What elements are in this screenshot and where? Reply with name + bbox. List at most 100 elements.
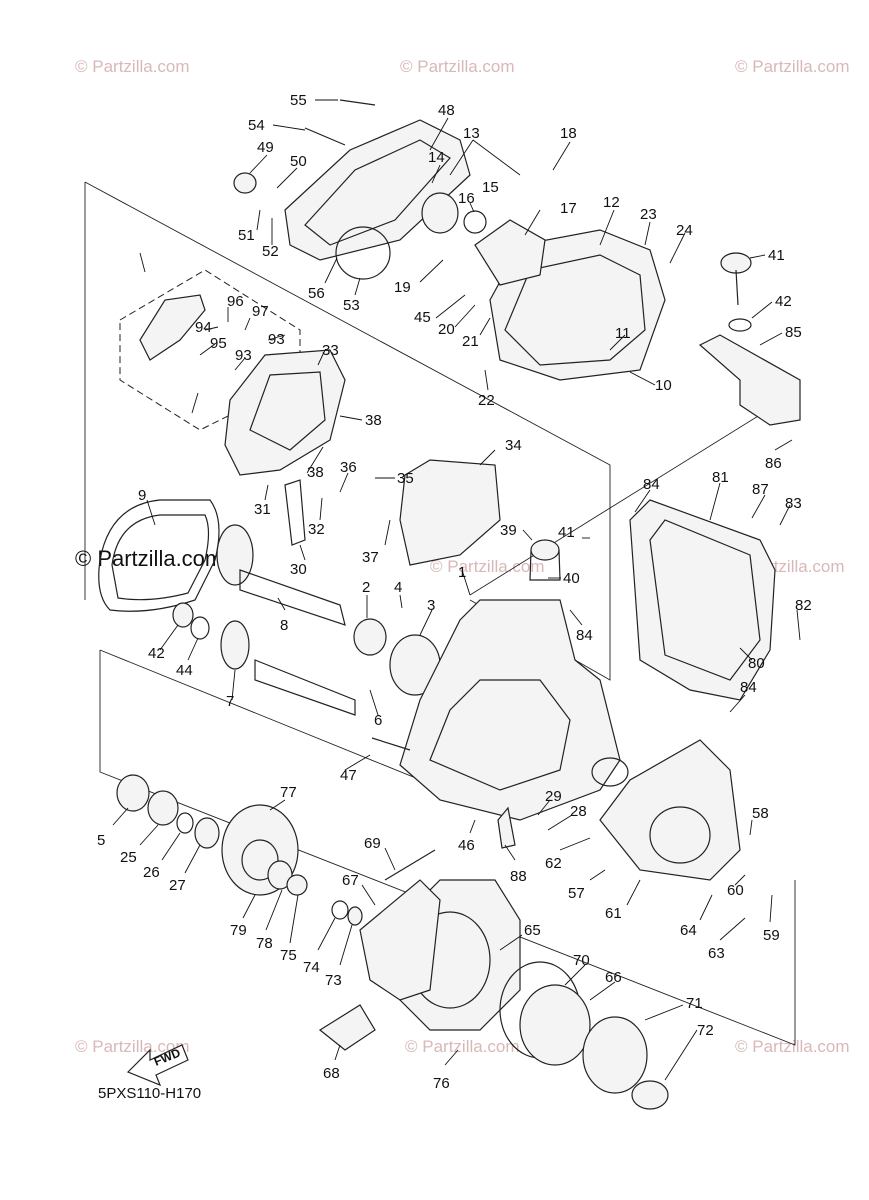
callout: 95 bbox=[210, 335, 227, 352]
callout: 58 bbox=[752, 805, 769, 822]
watermark: © Partzilla.com bbox=[405, 1037, 520, 1056]
callout: 76 bbox=[433, 1075, 450, 1092]
callout: 59 bbox=[763, 927, 780, 944]
callout: 46 bbox=[458, 837, 475, 854]
callout: 55 bbox=[290, 92, 307, 109]
callout: 3 bbox=[427, 597, 435, 614]
callout: 66 bbox=[605, 969, 622, 986]
callout: 6 bbox=[374, 712, 382, 729]
callout: 38 bbox=[307, 464, 324, 481]
callout: 13 bbox=[463, 125, 480, 142]
callout: 88 bbox=[510, 868, 527, 885]
callout: 84 bbox=[576, 627, 593, 644]
callout: 63 bbox=[708, 945, 725, 962]
callout: 41 bbox=[768, 247, 785, 264]
callout: 77 bbox=[280, 784, 297, 801]
callout: 85 bbox=[785, 324, 802, 341]
callout: 93 bbox=[235, 347, 252, 364]
callout: 81 bbox=[712, 469, 729, 486]
callout: 47 bbox=[340, 767, 357, 784]
diagram-code: 5PXS110-H170 bbox=[98, 1085, 201, 1102]
callout: 10 bbox=[655, 377, 672, 394]
watermark: © Partzilla.com bbox=[430, 557, 545, 576]
callout: 86 bbox=[765, 455, 782, 472]
callout: 96 bbox=[227, 293, 244, 310]
callout: 83 bbox=[785, 495, 802, 512]
callout: 4 bbox=[394, 579, 402, 596]
callout: 30 bbox=[290, 561, 307, 578]
callout: 84 bbox=[643, 476, 660, 493]
callout: 2 bbox=[362, 579, 370, 596]
callouts: 55 54 48 49 50 51 52 53 56 13 14 15 16 1… bbox=[97, 92, 812, 1092]
callout: 9 bbox=[138, 487, 146, 504]
callout: 14 bbox=[428, 149, 445, 166]
callout: 48 bbox=[438, 102, 455, 119]
callout: 26 bbox=[143, 864, 160, 881]
callout: 24 bbox=[676, 222, 693, 239]
callout: 78 bbox=[256, 935, 273, 952]
callout: 22 bbox=[478, 392, 495, 409]
callout: 5 bbox=[97, 832, 105, 849]
callout: 35 bbox=[397, 470, 414, 487]
callout: 62 bbox=[545, 855, 562, 872]
callout: 57 bbox=[568, 885, 585, 902]
callout: 38 bbox=[365, 412, 382, 429]
callout: 23 bbox=[640, 206, 657, 223]
callout: 45 bbox=[414, 309, 431, 326]
callout: 97 bbox=[252, 303, 269, 320]
callout: 87 bbox=[752, 481, 769, 498]
callout: 74 bbox=[303, 959, 320, 976]
callout: 84 bbox=[740, 679, 757, 696]
callout: 60 bbox=[727, 882, 744, 899]
callout: 54 bbox=[248, 117, 265, 134]
callout: 7 bbox=[226, 693, 234, 710]
callout: 53 bbox=[343, 297, 360, 314]
callout: 29 bbox=[545, 788, 562, 805]
callout: 49 bbox=[257, 139, 274, 156]
callout: 73 bbox=[325, 972, 342, 989]
callout: 20 bbox=[438, 321, 455, 338]
callout: 68 bbox=[323, 1065, 340, 1082]
callout: 72 bbox=[697, 1022, 714, 1039]
callout: 18 bbox=[560, 125, 577, 142]
callout: 94 bbox=[195, 319, 212, 336]
callout: 11 bbox=[615, 325, 631, 342]
callout: 42 bbox=[148, 645, 165, 662]
callout: 82 bbox=[795, 597, 812, 614]
callout: 33 bbox=[322, 342, 339, 359]
callout: 32 bbox=[308, 521, 325, 538]
watermark: © Partzilla.com bbox=[75, 57, 190, 76]
callout: 27 bbox=[169, 877, 186, 894]
callout: 42 bbox=[775, 293, 792, 310]
callout: 52 bbox=[262, 243, 279, 260]
callout: 8 bbox=[280, 617, 288, 634]
callout: 71 bbox=[686, 995, 703, 1012]
callout: 50 bbox=[290, 153, 307, 170]
parts-outlines bbox=[98, 99, 801, 1110]
callout: 56 bbox=[308, 285, 325, 302]
callout: 12 bbox=[603, 194, 620, 211]
callout: 41 bbox=[558, 524, 575, 541]
callout: 34 bbox=[505, 437, 522, 454]
callout: 44 bbox=[176, 662, 193, 679]
callout: 25 bbox=[120, 849, 137, 866]
callout: 70 bbox=[573, 952, 590, 969]
callout: 31 bbox=[254, 501, 271, 518]
callout: 19 bbox=[394, 279, 411, 296]
watermark: © Partzilla.com bbox=[400, 57, 515, 76]
callout: 67 bbox=[342, 872, 359, 889]
callout: 21 bbox=[462, 333, 479, 350]
callout: 61 bbox=[605, 905, 622, 922]
watermark: © Partzilla.com bbox=[735, 57, 850, 76]
callout: 80 bbox=[748, 655, 765, 672]
callout: 15 bbox=[482, 179, 499, 196]
watermark: © Partzilla.com bbox=[735, 1037, 850, 1056]
callout: 40 bbox=[563, 570, 580, 587]
callout: 28 bbox=[570, 803, 587, 820]
callout: 75 bbox=[280, 947, 297, 964]
callout: 69 bbox=[364, 835, 381, 852]
callout: 17 bbox=[560, 200, 577, 217]
callout: 65 bbox=[524, 922, 541, 939]
callout: 39 bbox=[500, 522, 517, 539]
